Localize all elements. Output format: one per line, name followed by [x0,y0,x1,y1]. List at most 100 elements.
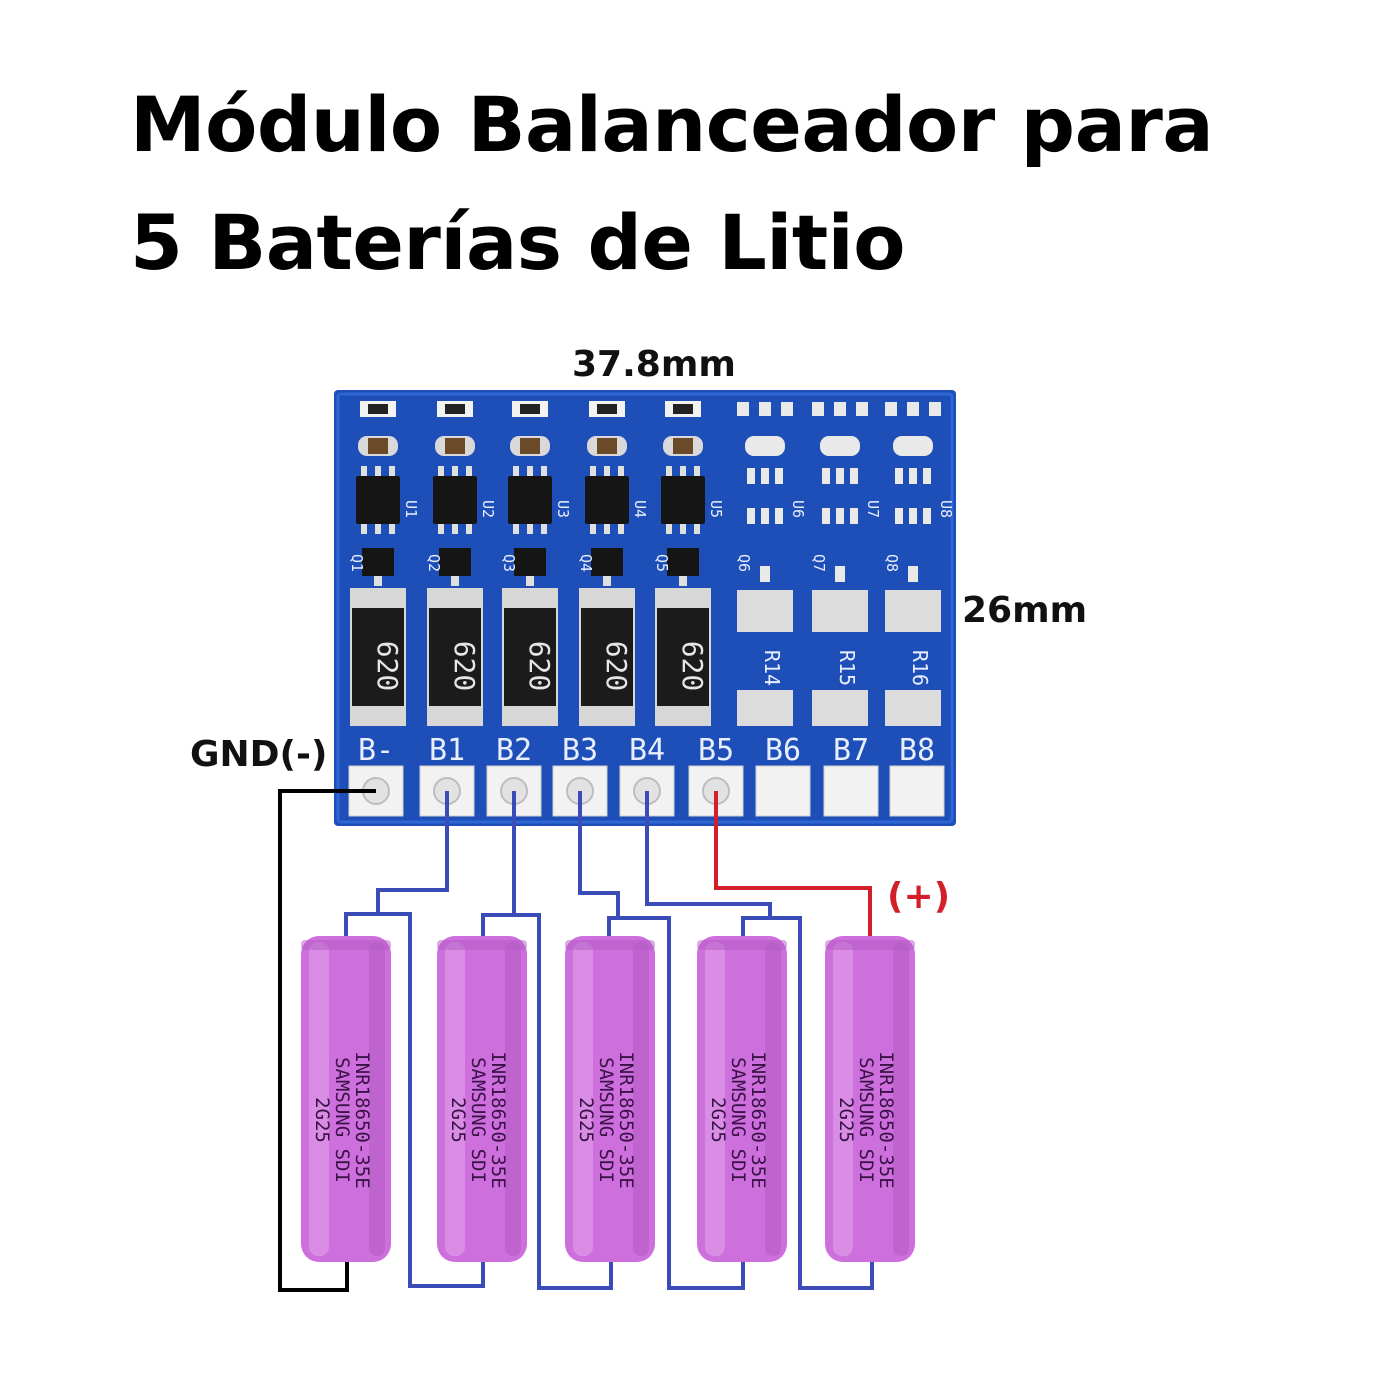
resistor-silkscreen-label: R15 [835,650,859,686]
cell-highlight [705,942,725,1256]
q-silkscreen-label: Q8 [883,554,901,572]
pin-pad [823,765,879,817]
cell-maker: SAMSUNG SDI [595,1057,617,1183]
solder-pad [908,566,918,582]
cell-code: 2G25 [311,1097,333,1143]
cell-highlight [445,942,465,1256]
ic-pin [361,524,367,534]
gnd-label: GND(-) [190,734,328,775]
q-silkscreen-label: Q4 [577,554,595,572]
pin-label: B3 [562,733,598,768]
power-resistor-body [581,608,633,706]
cell-shade [505,942,521,1256]
ic-silkscreen-label: U8 [937,500,955,518]
ic-silkscreen-label: U6 [789,500,807,518]
resistor-pad-bottom [812,690,868,726]
ic-pin [680,524,686,534]
resistor-code: 620 [371,641,404,692]
pin-label: B4 [629,733,665,768]
pin-b6: B6 [755,733,811,817]
cell-highlight [833,942,853,1256]
ic-pin [541,466,547,476]
b5-positive-wire [714,791,872,942]
solder-pad [923,508,931,524]
smd-resistor-body [520,404,540,414]
ic-pin [466,524,472,534]
pin-label: B8 [899,733,935,768]
gnd-wire [278,789,376,1292]
pin-b8: B8 [889,733,945,817]
cell-top-rim [697,940,787,950]
capacitor [820,436,860,456]
ic-silkscreen-label: U3 [554,500,572,518]
ic-pin [389,524,395,534]
pin-label: B6 [765,733,801,768]
solder-pad [775,468,783,484]
solder-pad [907,402,919,416]
ic-chip [585,476,629,524]
ic-pin [466,466,472,476]
pin-label: B1 [429,733,465,768]
pin-label: B5 [698,733,734,768]
solder-pad [812,402,824,416]
ic-pin [618,524,624,534]
ic-pin [527,466,533,476]
cell-top-rim [301,940,391,950]
ic-pin [666,524,672,534]
solder-pad [822,508,830,524]
b4-wire-bottom [770,916,874,1290]
solder-pad [761,468,769,484]
pcb-components: U1Q1620U2Q2620U3Q3620U4Q4620U5Q5620U6Q6R… [348,401,955,817]
cell-code: 2G25 [575,1097,597,1143]
resistor-pad-top [885,590,941,632]
solder-pad [885,402,897,416]
ic-pin [513,466,519,476]
solder-pad [929,402,941,416]
power-resistor-body [352,608,404,706]
q-silkscreen-label: Q6 [735,554,753,572]
cell-model: INR18650-35E [351,1051,373,1188]
b1-wire-top [344,791,449,942]
resistor-code: 620 [600,641,633,692]
cell-top-rim [565,940,655,950]
transistor-pin [451,576,459,586]
pin-b7: B7 [823,733,879,817]
cell-maker: SAMSUNG SDI [467,1057,489,1183]
ic-pin [361,466,367,476]
transistor-pin [526,576,534,586]
q-silkscreen-label: Q3 [500,554,518,572]
solder-pad [747,468,755,484]
resistor-silkscreen-label: R16 [908,650,932,686]
b4-wire-top [645,791,772,942]
solder-pad [835,566,845,582]
solder-pad [850,508,858,524]
solder-pad [895,468,903,484]
ic-pin [438,524,444,534]
cell-maker: SAMSUNG SDI [727,1057,749,1183]
ic-pin [680,466,686,476]
transistor [362,548,394,576]
ic-silkscreen-label: U1 [402,500,420,518]
cell-model: INR18650-35E [875,1051,897,1188]
cell-code: 2G25 [835,1097,857,1143]
cell-shade [633,942,649,1256]
capacitor-body [368,438,388,454]
ic-chip [661,476,705,524]
ic-pin [389,466,395,476]
capacitor-body [673,438,693,454]
pcb-board [334,390,956,826]
transistor-pin [679,576,687,586]
ic-pin [618,466,624,476]
